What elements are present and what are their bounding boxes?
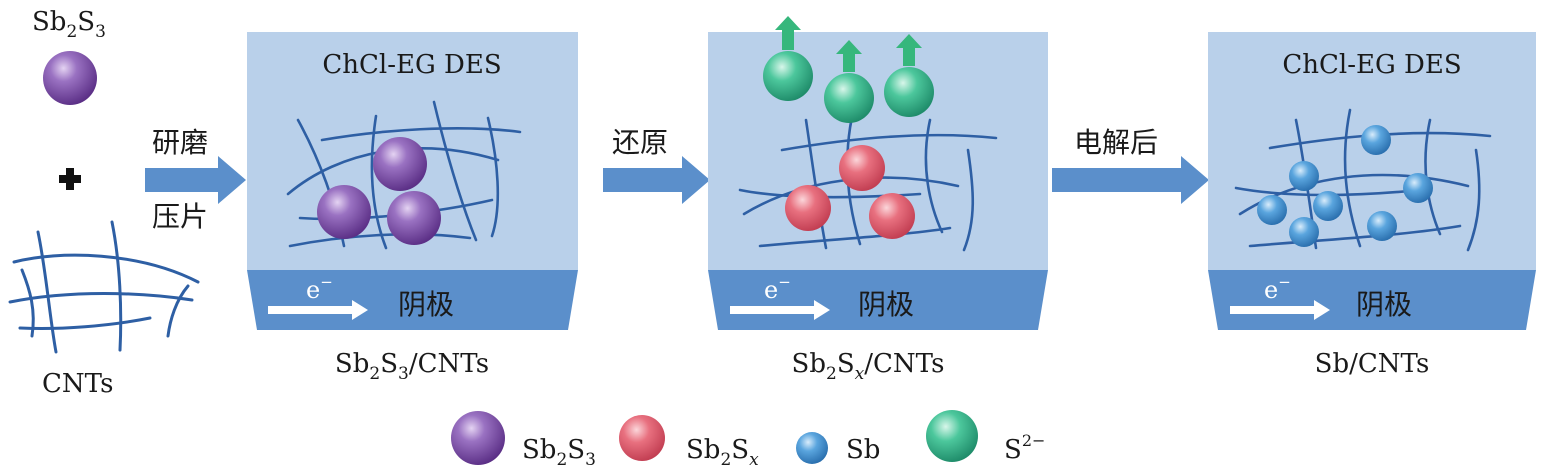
sb2sx-legend-icon <box>619 415 665 461</box>
cathode-label: 阴极 <box>858 288 914 321</box>
cathode-block <box>1208 270 1536 330</box>
sb2s3-particle <box>387 191 441 245</box>
panel-caption: Sb2S3/CNTs <box>335 349 489 384</box>
legend-label: Sb2S3 <box>522 435 596 470</box>
electrolyte-region <box>708 32 1048 270</box>
step1-label-grind: 研磨 <box>152 126 208 159</box>
electron-label: e− <box>306 273 333 304</box>
reactant-column: Sb2S3 CNTs <box>8 7 200 399</box>
sb-legend-icon <box>796 432 828 464</box>
electron-flow-arrow <box>730 300 830 320</box>
electrolyte-label: ChCl-EG DES <box>322 50 501 80</box>
step1-label-press: 压片 <box>152 200 208 233</box>
legend-item-sb: Sb <box>796 432 880 465</box>
panel-caption: Sb2Sx/CNTs <box>792 349 945 384</box>
sb2sx-particle <box>785 185 831 231</box>
legend-label: S2− <box>1004 431 1045 465</box>
sb2s3-particle <box>373 137 427 191</box>
s2-ion <box>884 67 934 117</box>
step2-label-reduce: 还原 <box>612 126 668 159</box>
cathode-block <box>247 270 578 330</box>
panel-2: e− 阴极 Sb2Sx/CNTs <box>708 16 1048 384</box>
cathode-label: 阴极 <box>1356 288 1412 321</box>
sb2s3-legend-icon <box>451 411 505 465</box>
legend-label: Sb <box>846 435 880 465</box>
sb-particle <box>1289 217 1319 247</box>
sb-particle <box>1313 191 1343 221</box>
sb2s3-particle <box>317 185 371 239</box>
sb2s3-sphere-icon <box>43 51 97 105</box>
s2-release-arrows <box>775 16 922 72</box>
step3-label-electrolysis: 电解后 <box>1074 126 1158 159</box>
sb-particle <box>1361 125 1391 155</box>
plus-icon <box>59 168 81 190</box>
legend-item-s2: S2− <box>926 410 1045 465</box>
electron-flow-arrow <box>268 300 368 320</box>
legend-label: Sb2Sx <box>686 435 759 470</box>
sb-particle <box>1257 195 1287 225</box>
panel-caption: Sb/CNTs <box>1315 349 1430 379</box>
s2-legend-icon <box>926 410 978 462</box>
s2-ion <box>824 73 874 123</box>
electron-flow-arrow <box>1230 300 1330 320</box>
electrolyte-label: ChCl-EG DES <box>1282 50 1461 80</box>
cnts-fibers-icon <box>8 220 200 354</box>
cathode-label: 阴极 <box>398 288 454 321</box>
sb-particle <box>1403 173 1433 203</box>
legend-item-sb2sx: Sb2Sx <box>619 415 759 470</box>
s2-ion <box>763 51 813 101</box>
step2-arrow: 还原 <box>603 126 710 204</box>
legend: Sb2S3 Sb2Sx Sb S2− <box>451 410 1045 470</box>
step1-arrow: 研磨 压片 <box>145 126 246 233</box>
electron-label: e− <box>764 273 791 304</box>
panel-3: ChCl-EG DES e− 阴极 Sb/CNTs <box>1208 32 1536 379</box>
sb-particle <box>1367 211 1397 241</box>
electron-label: e− <box>1264 273 1291 304</box>
reactant-formula: Sb2S3 <box>32 7 106 42</box>
panel-1: ChCl-EG DES e− 阴极 Sb2S3/CNTs <box>247 32 578 384</box>
sb-particle <box>1289 161 1319 191</box>
sb2sx-particle <box>869 193 915 239</box>
step3-arrow: 电解后 <box>1052 126 1209 204</box>
cathode-block <box>708 270 1048 330</box>
cnts-label: CNTs <box>42 369 113 399</box>
legend-item-sb2s3: Sb2S3 <box>451 411 596 470</box>
sb2sx-particle <box>839 145 885 191</box>
